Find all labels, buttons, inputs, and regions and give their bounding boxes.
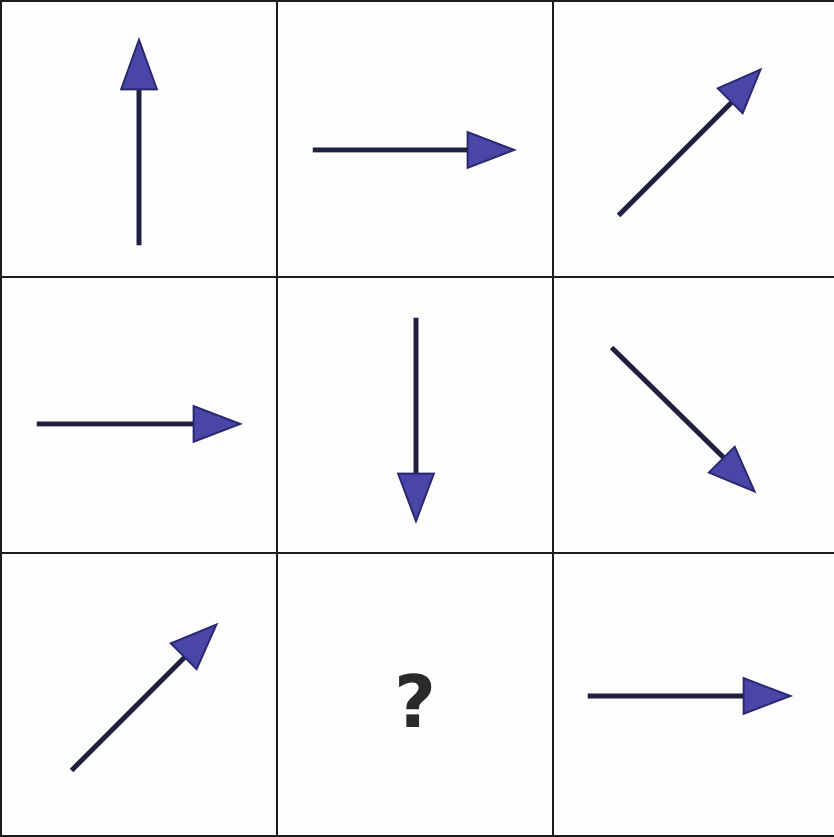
arrow-up-icon — [119, 36, 159, 246]
cell-r1-c1 — [0, 0, 278, 278]
arrow-right-icon — [312, 130, 518, 170]
cell-r1-c3 — [552, 0, 834, 278]
arrow-up-right-icon — [616, 67, 763, 218]
cell-r3-c3 — [552, 552, 834, 837]
arrow-right-icon — [36, 404, 244, 444]
cell-r3-c1 — [0, 552, 278, 837]
arrow-down-icon — [396, 317, 436, 525]
arrow-down-right-icon — [609, 345, 757, 494]
cell-r1-c2 — [276, 0, 554, 278]
cell-r2-c1 — [0, 276, 278, 554]
cell-r2-c2 — [276, 276, 554, 554]
question-mark: ? — [394, 659, 436, 744]
arrow-right-icon — [587, 676, 794, 716]
arrow-up-right-icon — [69, 622, 219, 773]
cell-r2-c3 — [552, 276, 834, 554]
cell-r3-c2: ? — [276, 552, 554, 837]
